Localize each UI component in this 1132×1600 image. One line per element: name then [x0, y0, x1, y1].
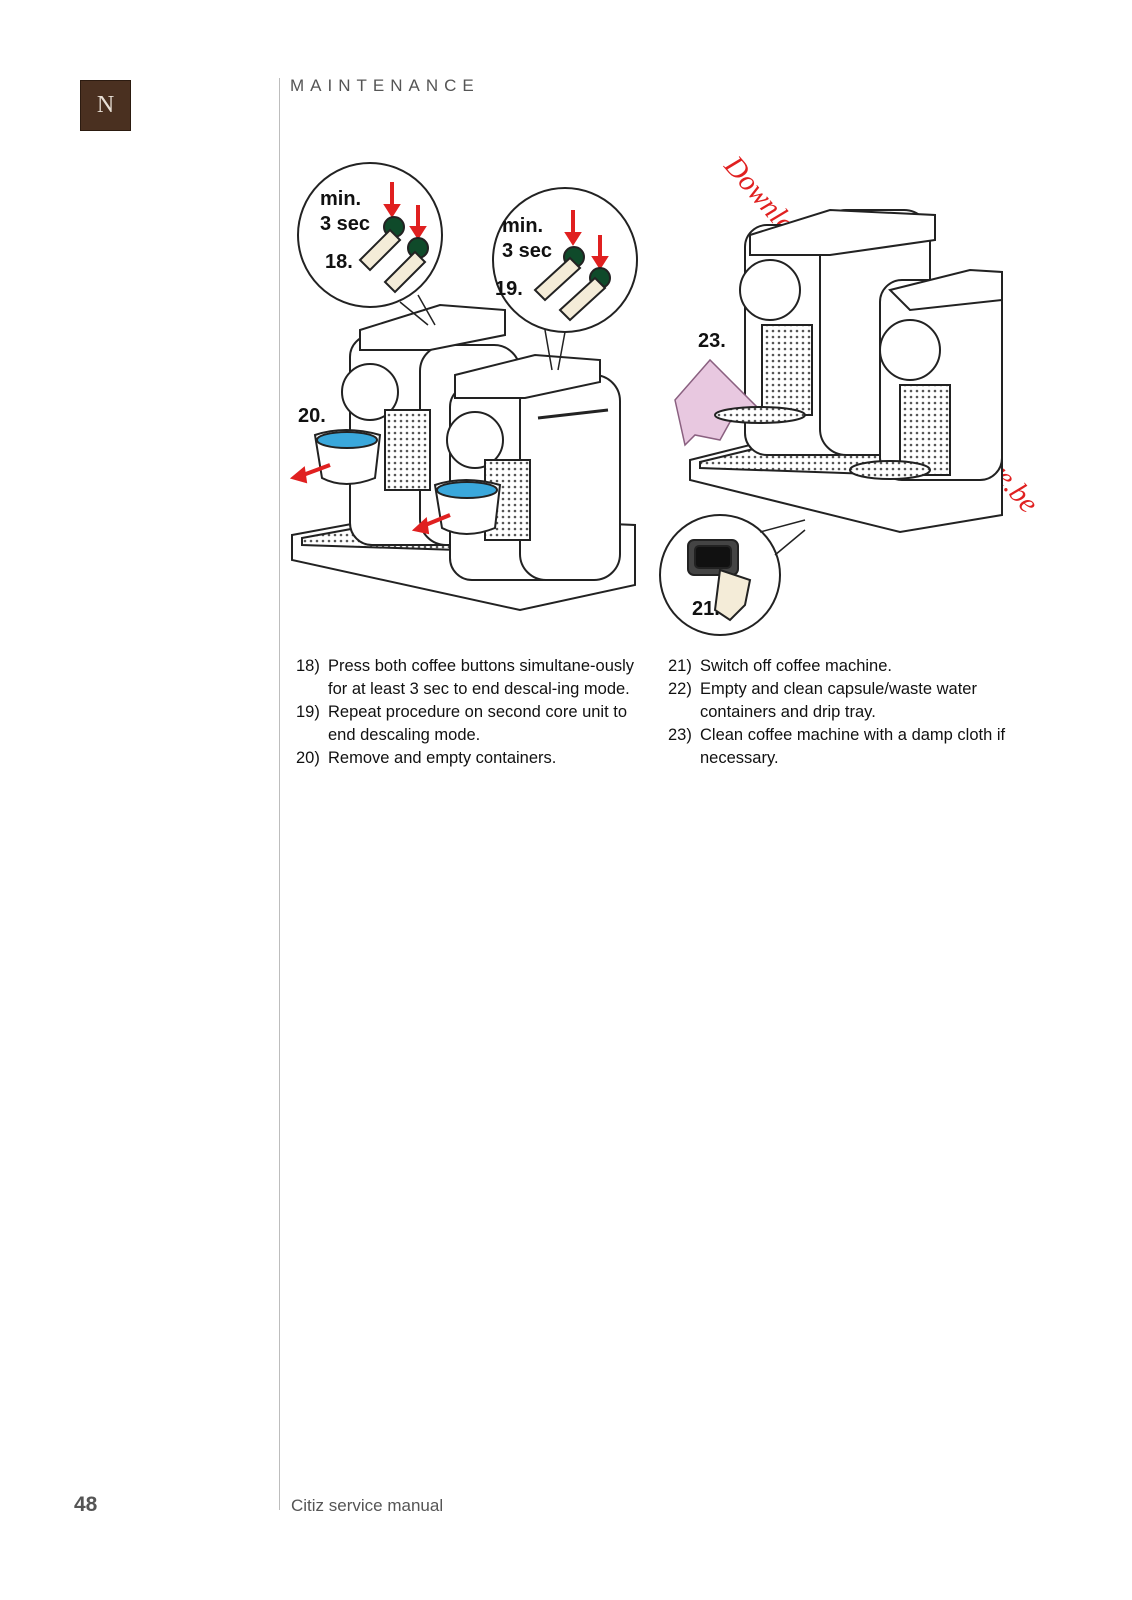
callout-23-num: 23.	[698, 330, 726, 352]
logo-letter: N	[96, 92, 115, 118]
section-title: MAINTENANCE	[290, 76, 480, 95]
step-item: 21) Switch off coffee machine.	[668, 655, 1028, 678]
page-number: 48	[74, 1493, 98, 1516]
callout-18-num: 18.	[325, 251, 353, 273]
maintenance-illustration: min. 3 sec 18. min. 3 sec 19. 20. 21. 23…	[290, 162, 1003, 636]
callout-19-min: min.	[502, 215, 543, 237]
step-text: Switch off coffee machine.	[700, 657, 892, 675]
step-number: 19)	[296, 703, 320, 721]
step-item: 23) Clean coffee machine with a damp clo…	[668, 724, 1028, 770]
callout-18-min: min.	[320, 188, 361, 210]
callout-20-num: 20.	[298, 405, 326, 427]
step-text: Clean coffee machine with a damp cloth i…	[700, 726, 1006, 767]
step-number: 22)	[668, 680, 692, 698]
steps-list-right: 21) Switch off coffee machine. 22) Empty…	[668, 655, 1028, 770]
step-item: 20) Remove and empty containers.	[296, 747, 651, 770]
margin-divider	[279, 78, 280, 1510]
callout-19-num: 19.	[495, 278, 523, 300]
steps-list-left: 18) Press both coffee buttons simultane-…	[296, 655, 651, 770]
nespresso-logo: N	[80, 80, 131, 131]
step-text: Remove and empty containers.	[328, 749, 557, 767]
step-item: 22) Empty and clean capsule/waste water …	[668, 678, 1028, 724]
step-number: 18)	[296, 657, 320, 675]
manual-title: Citiz service manual	[291, 1496, 444, 1515]
callout-21-num: 21.	[692, 598, 720, 620]
step-item: 19) Repeat procedure on second core unit…	[296, 701, 651, 747]
step-item: 18) Press both coffee buttons simultane-…	[296, 655, 651, 701]
step-text: Press both coffee buttons simultane-ousl…	[328, 657, 635, 698]
callout-18-sec: 3 sec	[320, 213, 370, 235]
step-text: Empty and clean capsule/waste water cont…	[700, 680, 977, 721]
step-number: 23)	[668, 726, 692, 744]
step-number: 21)	[668, 657, 692, 675]
callout-19-sec: 3 sec	[502, 240, 552, 262]
step-number: 20)	[296, 749, 320, 767]
step-text: Repeat procedure on second core unit to …	[328, 703, 628, 744]
